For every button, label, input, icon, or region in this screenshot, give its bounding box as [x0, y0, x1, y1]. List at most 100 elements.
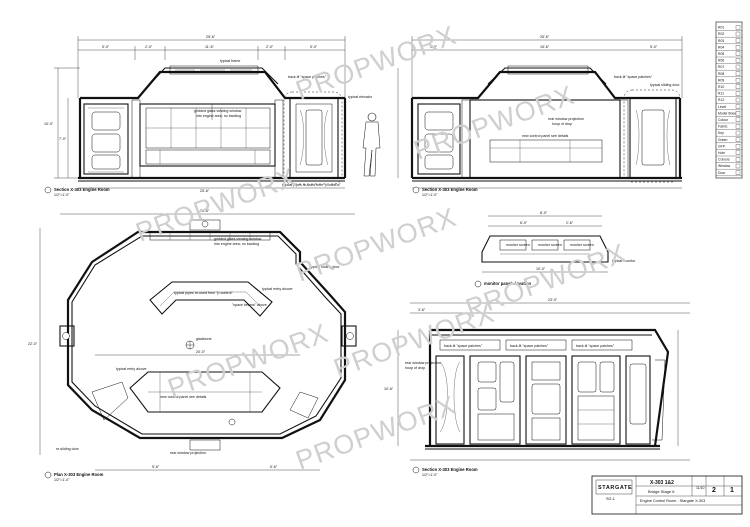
dim-mon-sub: 2'-6" [566, 221, 574, 225]
plan-scale: 1/2"=1'-0" [54, 478, 70, 482]
note-plan-rear-window: rear window projection [170, 451, 206, 455]
legend-item: GFP [718, 144, 726, 148]
note-plan-sliding: re-sliding door [56, 447, 80, 451]
legend-item: R08 [718, 72, 724, 76]
section-b-elevation: 25'-6" 5'-0" 15'-6" 5'-0" rear window pr… [397, 35, 683, 197]
legend-item: R04 [718, 45, 724, 49]
legend-checkbox [735, 124, 741, 129]
note-b-rear-window: rear window projection [548, 117, 584, 121]
legend-item: Colour [718, 118, 729, 122]
dim-c-h: 10'-6" [384, 387, 394, 391]
dim-a-bottom: 25'-6" [200, 189, 210, 193]
dim-plan-bottom-2: 5'-6" [270, 465, 278, 469]
note-c-hoop: hoop of drop [405, 366, 425, 370]
dim-a-height: 10'-0" [44, 122, 54, 126]
note-plan-gridded-2: into engine area; no backing [214, 242, 259, 246]
note-a-gridded-glass: gridded glass viewing window [194, 109, 242, 113]
legend-checkbox [735, 84, 741, 89]
watermark-4: PROPWORX [292, 202, 461, 288]
dim-a-overall: 25'-6" [206, 35, 216, 39]
sheet-date: 11/10 [696, 486, 705, 490]
legend-item: Model Sheet [718, 111, 737, 115]
note-mon-screen-1: monitor screen [506, 243, 530, 247]
note-a-space-patches: back-lit "space patches" [288, 75, 327, 79]
note-plan-reclaimed: typical pipes re-used from "p-control" [174, 291, 233, 295]
note-b-space-patches: back-lit "space patches" [614, 75, 653, 79]
watermark-6: PROPWORX [164, 318, 333, 404]
note-mon-typical: typical monitor [612, 259, 636, 263]
dim-plan-w: 25'-6" [200, 209, 210, 213]
sheet-number: X-303 1&2 [650, 480, 674, 486]
legend-item: R09 [718, 78, 724, 82]
legend-checkbox [735, 97, 741, 103]
legend-item: Door [718, 171, 726, 175]
note-plan-gridded: gridded glass viewing window [214, 237, 262, 241]
dim-c-seg: 3'-6" [418, 308, 426, 312]
dim-a-seg1: 5'-0" [102, 45, 110, 49]
section-a-title: Section X-303 Engine Room [54, 187, 110, 192]
legend-checkbox [735, 163, 741, 169]
watermark-1: PROPWORX [292, 20, 461, 106]
note-plan-entry-alcove: typical entry alcove [262, 287, 293, 291]
dim-b-seg1: 5'-0" [430, 45, 438, 49]
section-b-title: Section X-303 Engine Room [422, 187, 478, 192]
legend-checkbox [735, 144, 741, 149]
note-a-elevator: typical elevator [348, 95, 373, 99]
legend-checkbox [735, 71, 741, 76]
dim-plan-inner: 20'-0" [196, 350, 206, 354]
note-c-patches-1: back-lit "space patches" [444, 344, 483, 348]
legend-item: R10 [718, 85, 724, 89]
dim-plan-h: 22'-0" [28, 342, 38, 346]
legend-item: R12 [718, 98, 724, 102]
legend-item: Hole [718, 151, 725, 155]
dim-a-seg2: 2'-0" [145, 45, 153, 49]
dim-mon-bottom: 10'-0" [536, 267, 546, 271]
title-block: STARGATE SG-1 X-303 1&2 Bridge Stage 6 1… [591, 475, 743, 515]
section-a-scale: 1/2"=1'-0" [54, 193, 70, 197]
human-scale-figure [362, 112, 381, 177]
watermark-8: PROPWORX [292, 390, 461, 476]
legend-checkbox [735, 150, 741, 155]
legend-checkbox [735, 25, 741, 30]
monitor-panel-elevation: 8'-0" 6'-0" 2'-6" monitor screen monitor… [474, 211, 636, 288]
sheet-rev: 2 [712, 487, 716, 494]
legend-item: Colours [718, 158, 730, 162]
legend-item: R07 [718, 65, 724, 69]
note-b-hoop: hoop of drop [552, 122, 572, 126]
legend-checkbox [735, 78, 741, 83]
legend-checkbox [735, 137, 741, 142]
note-a-reclaimed-pipes: typical pipes re-used from "p-control" [282, 183, 341, 187]
dim-mon-w: 8'-0" [540, 211, 548, 215]
sheet-page: 1 [730, 487, 734, 494]
note-plan-space-beams: "space beams" above [232, 303, 267, 307]
legend-checkbox [735, 51, 741, 56]
note-mon-screen-2: monitor screen [538, 243, 562, 247]
legend-item: Green [718, 138, 728, 142]
legend-item: Window [718, 164, 731, 168]
plan-title: Plan X-303 Engine Room [54, 472, 104, 477]
dim-a-seg5: 5'-0" [310, 45, 318, 49]
plan-view: 25'-6" 22'-0" 20'-0" 5'-6" 5' [28, 209, 357, 482]
section-c-elevation: 23'-0" 3'-6" 10'-6" back-lit "space patc… [384, 298, 690, 477]
note-plan-gladstone: gladstone [196, 337, 212, 341]
legend-item: Fabric [718, 125, 728, 129]
logo-sub: SG-1 [606, 497, 615, 501]
legend-checkbox [735, 45, 741, 50]
legend-item: R03 [718, 39, 724, 43]
legend-item: R11 [718, 92, 724, 96]
sheet-title: Engine Control Room - Stargate X-303 [640, 499, 705, 503]
watermarks: PROPWORX PROPWORX PROPWORX PROPWORX PROP… [132, 20, 631, 476]
note-plan-entry-alcove-2: typical entry alcove [116, 367, 147, 371]
legend-item: Level [718, 105, 726, 109]
legend-checkbox [735, 91, 741, 96]
dim-a-seg4: 2'-0" [266, 45, 274, 49]
legend: R01R02R03R04R05R06R07R08R09R10R11R12Leve… [715, 21, 743, 179]
note-plan-sliding-door: typical sliding door [310, 265, 340, 269]
section-c-scale: 1/2"=1'-0" [422, 473, 438, 477]
legend-checkbox [735, 117, 741, 122]
legend-item: R01 [718, 26, 724, 30]
stage-name: Bridge Stage 6 [648, 489, 675, 494]
legend-checkbox [735, 64, 741, 70]
legend-checkbox [735, 38, 741, 43]
